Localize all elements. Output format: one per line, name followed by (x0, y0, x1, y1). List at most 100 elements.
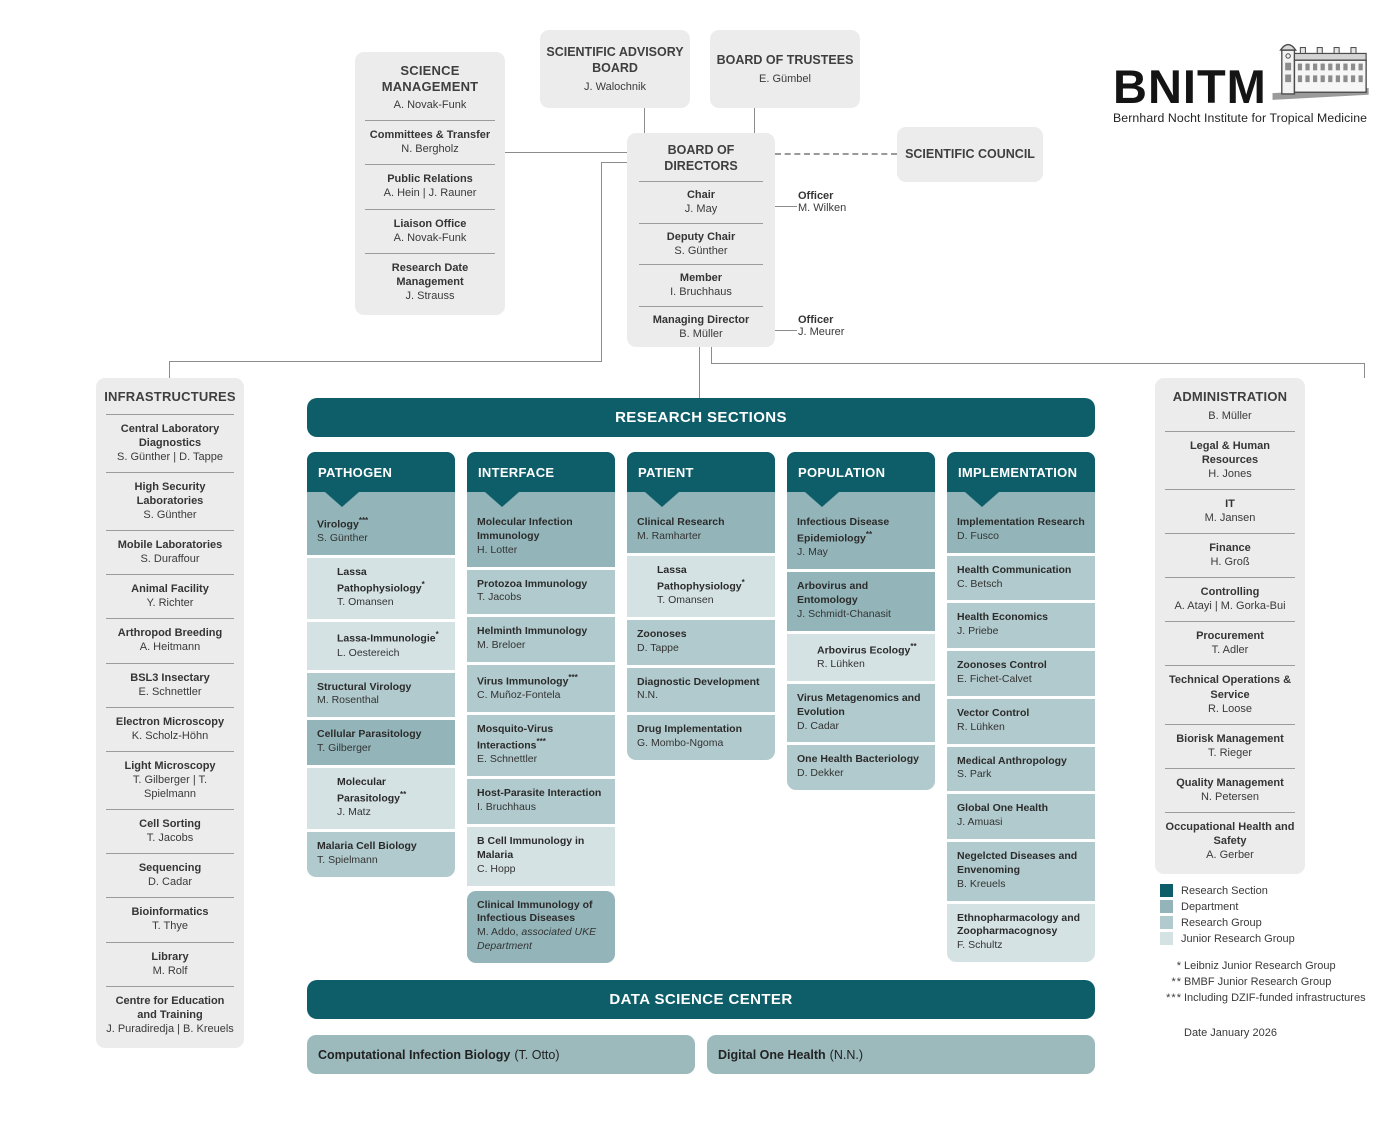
research-unit-title-text: Clinical Immunology of Infectious Diseas… (477, 898, 593, 925)
footnote-marker: * (1176, 960, 1182, 972)
scientific-advisory-board-title: SCIENTIFIC ADVISORY BOARD (546, 44, 684, 75)
research-unit-lead-name: M. Rosenthal (317, 694, 379, 707)
legend-label: Junior Research Group (1181, 932, 1295, 945)
science-management-panel: SCIENCE MANAGEMENT A. Novak-Funk Committ… (355, 52, 505, 315)
research-unit-lead-name: J. Priebe (957, 625, 999, 638)
research-unit-title: Clinical Immunology of Infectious Diseas… (477, 899, 607, 927)
legend-label: Department (1181, 900, 1239, 913)
research-unit-lead-name: M. Addo, (477, 926, 519, 939)
infrastructure-item-name: S. Günther | D. Tappe (117, 450, 223, 463)
infrastructure-item-name: A. Heitmann (139, 641, 201, 654)
administration-item-title: Occupational Health and Safety (1165, 821, 1295, 848)
data-science-center-unit: Digital One Health(N.N.) (707, 1035, 1095, 1074)
research-unit-title-text: Drug Implementation (637, 723, 743, 736)
research-unit-lead: M. Rosenthal (317, 694, 447, 708)
data-science-center-header: DATA SCIENCE CENTER (307, 980, 1095, 1019)
research-unit-lead-name: D. Cadar (797, 719, 840, 732)
research-unit-lead-name: J. Amuasi (957, 816, 1003, 829)
research-unit-title: Molecular Parasitology** (337, 776, 447, 806)
research-unit-title: Molecular Infection Immunology (477, 516, 607, 544)
legend-entry: Junior Research Group (1160, 932, 1396, 945)
research-unit: Clinical Immunology of Infectious Diseas… (467, 890, 615, 964)
research-unit-title: Global One Health (957, 802, 1087, 816)
research-unit-lead-name: D. Dekker (797, 767, 844, 780)
research-unit-title: Drug Implementation (637, 723, 767, 737)
footnote-marker: ** (400, 789, 407, 799)
research-unit-title: Virology*** (317, 516, 447, 532)
research-unit-title-text: Clinical Research (637, 516, 725, 528)
research-unit-title: Zoonoses Control (957, 659, 1087, 673)
research-unit-title-text: Cellular Parasitology (317, 728, 422, 741)
research-unit-title-text: Health Economics (957, 611, 1049, 624)
administration-item-name: T. Rieger (1207, 746, 1253, 759)
research-column-header: IMPLEMENTATION (947, 452, 1095, 507)
research-unit-lead: M. Breloer (477, 639, 607, 653)
research-unit-title-text: Molecular Parasitology (337, 775, 401, 805)
science-management-item-title: Research Date Management (391, 261, 469, 288)
administration-item-title: Controlling (1200, 586, 1260, 599)
legend-footnotes: *Leibniz Junior Research Group**BMBF Jun… (1160, 959, 1396, 1007)
research-unit-title: Arbovirus Ecology** (817, 642, 927, 658)
officer-role: Officer (798, 190, 834, 202)
research-unit-lead: J. Schmidt-Chanasit (797, 608, 927, 622)
connector-line (711, 347, 712, 363)
research-unit-lead-name: T. Jacobs (477, 591, 522, 604)
research-unit-title-text: Negelcted Diseases and Envenoming (957, 850, 1078, 876)
administration-item-name: N. Petersen (1200, 790, 1260, 803)
research-unit-title: Vector Control (957, 707, 1087, 721)
scientific-advisory-board-box: SCIENTIFIC ADVISORY BOARD J. Walochnik (540, 30, 690, 108)
research-unit-lead: S. Park (957, 768, 1087, 782)
research-unit-lead-name: I. Bruchhaus (477, 801, 536, 814)
board-role: Chair (686, 189, 716, 202)
research-unit-title: Lassa Pathophysiology* (337, 566, 447, 596)
infrastructure-item-title: Bioinformatics (131, 906, 209, 919)
research-unit-lead: L. Oestereich (337, 647, 447, 661)
science-management-title: SCIENCE MANAGEMENT (381, 63, 479, 94)
legend-entry: Department (1160, 900, 1396, 913)
research-unit-title: Zoonoses (637, 628, 767, 642)
bnitm-logo-tagline: Bernhard Nocht Institute for Tropical Me… (1113, 111, 1368, 125)
administration-item-name: H. Groß (1210, 556, 1250, 569)
research-unit-lead-name: C. Betsch (957, 577, 1003, 590)
research-unit-title: Negelcted Diseases and Envenoming (957, 850, 1087, 878)
footnote-marker: *** (568, 673, 578, 683)
infrastructure-item-name: K. Scholz-Höhn (131, 729, 209, 742)
research-unit-lead-name: T. Omansen (657, 593, 714, 606)
research-unit-title: Mosquito-Virus Interactions*** (477, 723, 607, 753)
scientific-advisory-board-name: J. Walochnik (584, 81, 646, 94)
column-notch (805, 492, 839, 507)
research-unit-lead-name: L. Oestereich (337, 646, 400, 659)
officer-name: J. Meurer (798, 326, 845, 338)
connector-line (169, 361, 602, 362)
footnote-marker: * (421, 580, 425, 590)
research-unit-lead: N.N. (637, 689, 767, 703)
